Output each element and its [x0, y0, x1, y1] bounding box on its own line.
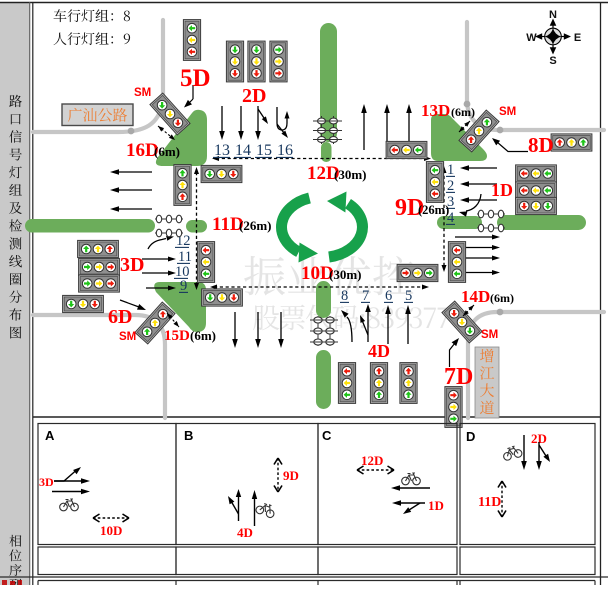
svg-text:12D: 12D — [307, 163, 340, 184]
svg-text:4: 4 — [447, 210, 455, 226]
svg-text:C: C — [322, 428, 332, 443]
svg-text:W: W — [526, 32, 537, 44]
svg-text:8: 8 — [341, 288, 348, 304]
svg-text:10D: 10D — [301, 263, 334, 284]
svg-text:10: 10 — [175, 264, 190, 280]
svg-text:7: 7 — [362, 288, 369, 304]
svg-text:(26m): (26m) — [239, 218, 272, 233]
svg-text:SM: SM — [119, 331, 136, 343]
svg-text:11D: 11D — [212, 214, 244, 235]
svg-text:4D: 4D — [368, 341, 390, 361]
svg-text:4D: 4D — [237, 525, 253, 540]
svg-text:16: 16 — [277, 142, 293, 159]
svg-text:(6m): (6m) — [190, 328, 216, 343]
svg-text:11: 11 — [178, 249, 192, 265]
svg-text:2: 2 — [447, 178, 454, 194]
svg-text:12D: 12D — [361, 453, 383, 468]
svg-text:(30m): (30m) — [329, 267, 362, 282]
svg-text:11D: 11D — [478, 495, 501, 510]
svg-text:3D: 3D — [120, 254, 144, 276]
svg-text:(6m): (6m) — [490, 291, 514, 305]
svg-text:(30m): (30m) — [334, 167, 367, 182]
svg-text:9D: 9D — [395, 195, 424, 221]
svg-text:13D: 13D — [421, 101, 450, 120]
svg-text:2D: 2D — [242, 85, 266, 107]
svg-text:1: 1 — [447, 162, 454, 178]
svg-text:14D: 14D — [461, 287, 490, 306]
svg-text:(6m): (6m) — [154, 144, 180, 159]
svg-text:SM: SM — [134, 87, 151, 99]
svg-text:7D: 7D — [444, 364, 473, 390]
svg-text:5: 5 — [405, 288, 412, 304]
svg-text:3D: 3D — [39, 475, 54, 489]
svg-text:13: 13 — [214, 142, 230, 159]
svg-text:(6m): (6m) — [451, 105, 475, 119]
svg-text:S: S — [549, 55, 556, 67]
svg-text:D: D — [466, 429, 475, 444]
svg-text:14: 14 — [235, 142, 251, 159]
svg-text:(26m): (26m) — [418, 203, 449, 217]
svg-text:1D: 1D — [428, 498, 444, 513]
svg-text:15D: 15D — [164, 328, 190, 344]
svg-text:B: B — [184, 428, 193, 443]
svg-text:16D: 16D — [126, 140, 159, 161]
svg-text:3: 3 — [447, 194, 454, 210]
svg-text:15: 15 — [256, 142, 272, 159]
svg-text:2D: 2D — [531, 431, 547, 446]
svg-text:SM: SM — [481, 329, 498, 341]
svg-text:SM: SM — [499, 106, 516, 118]
svg-text:10D: 10D — [100, 523, 122, 538]
svg-text:E: E — [574, 32, 581, 44]
svg-text:8D: 8D — [528, 133, 554, 157]
svg-text:6D: 6D — [108, 306, 132, 328]
svg-text:9: 9 — [180, 278, 187, 294]
svg-text:9D: 9D — [283, 468, 299, 483]
svg-text:A: A — [45, 428, 55, 443]
svg-text:N: N — [549, 9, 557, 21]
svg-text:5D: 5D — [180, 65, 211, 92]
svg-text:6: 6 — [385, 288, 392, 304]
svg-text:1D: 1D — [491, 180, 513, 200]
